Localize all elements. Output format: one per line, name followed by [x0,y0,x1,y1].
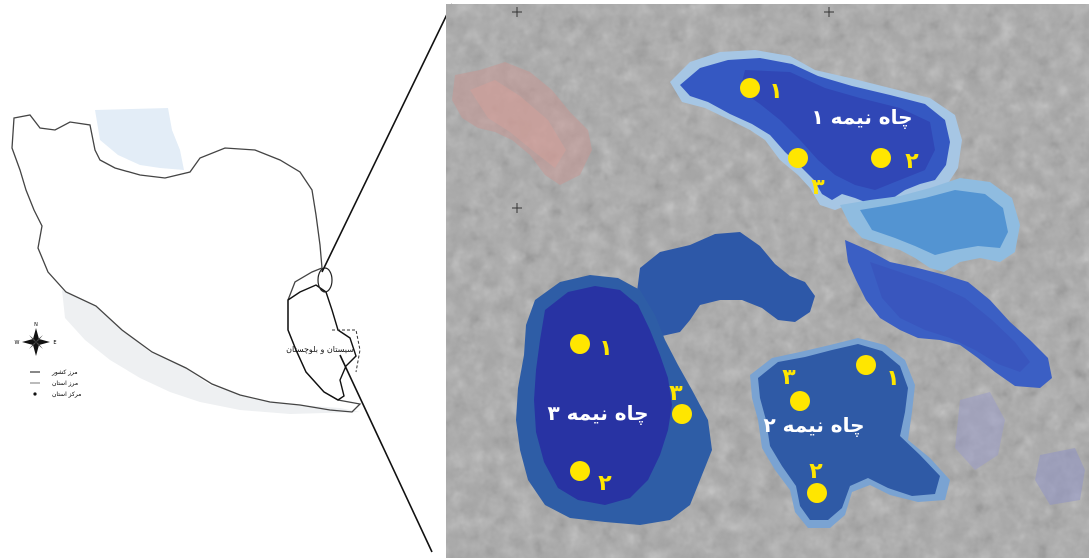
province-border [287,284,357,401]
compass-rose: N W E [15,322,57,356]
reservoir-3-water [534,286,672,505]
well-num-r3-3: ۳ [669,381,683,406]
reservoir-1-label: چاه نیمه ۱ [811,105,912,130]
reservoir-labels: چاه نیمه ۱ چاه نیمه ۲ چاه نیمه ۳ [547,105,912,438]
compass-north: N [34,322,38,328]
well-r3-2 [570,461,590,481]
graticule-markers [512,7,834,213]
zoom-line-top [321,3,453,273]
caspian-sea [95,108,184,170]
province-label: سیستان و بلوچستان [286,345,354,354]
well-num-r2-2: ۲ [809,459,823,484]
reservoir-2-label: چاه نیمه ۲ [763,413,864,438]
well-num-r2-1: ۱ [886,366,899,391]
iran-outline [11,114,362,413]
reservoir-3-label: چاه نیمه ۳ [547,401,648,426]
well-r2-1 [856,355,876,375]
well-r3-1 [570,334,590,354]
satellite-map: ۱ ۲ ۳ ۱ ۳ ۲ ۱ ۳ ۲ چاه نیمه ۱ چاه نیمه ۲ … [446,4,1089,558]
persian-gulf [62,290,360,414]
well-num-r1-3: ۳ [811,175,825,200]
terrain-patch [452,62,592,185]
well-num-r1-2: ۲ [905,149,919,174]
well-r1-1 [740,78,760,98]
well-numbers: ۱ ۲ ۳ ۱ ۳ ۲ ۱ ۳ ۲ [598,79,919,496]
well-num-r3-2: ۲ [598,471,612,496]
legend-label-capital: مرکز استان [52,391,81,398]
well-r3-3 [672,404,692,424]
compass-east: E [53,340,56,346]
well-r2-3 [790,391,810,411]
well-markers [570,78,891,503]
well-r1-2 [871,148,891,168]
reservoir-2-water [758,344,940,520]
compass-west: W [15,340,20,346]
region-marker [317,267,333,293]
legend-swatch-capital [33,392,37,396]
well-r2-2 [807,483,827,503]
legend-label-country: مرز کشور [51,369,78,376]
well-num-r3-1: ۱ [599,336,612,361]
legend-label-province: مرز استان [52,380,78,387]
well-num-r1-1: ۱ [769,79,782,104]
reservoir-arm [636,232,815,336]
inset-legend: مرز کشور مرز استان مرکز استان [30,369,81,398]
zoom-line-bottom [339,354,433,553]
well-num-r2-3: ۳ [782,365,796,390]
inset-map: سیستان و بلوچستان N W E مرز کشور مرز است… [11,108,362,414]
well-r1-3 [788,148,808,168]
neighbor-border [332,329,361,373]
